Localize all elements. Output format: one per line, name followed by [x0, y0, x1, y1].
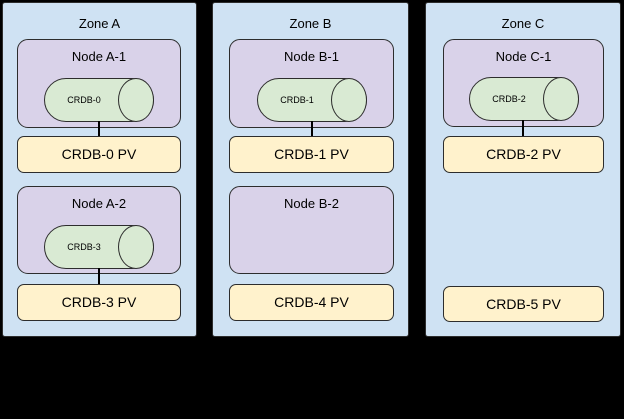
pv-crdb-3-label: CRDB-3 PV: [61, 294, 137, 310]
zone-b-label: Zone B: [289, 16, 332, 31]
node-a-2: Node A-2 CRDB-3: [17, 186, 181, 274]
node-b-2-label: Node B-2: [284, 196, 339, 211]
zone-a: Zone A Node A-1 CRDB-0 CRDB-0 PV Node A-…: [2, 2, 197, 337]
pv-crdb-2-label: CRDB-2 PV: [486, 146, 561, 162]
crdb-0-pod-label: CRDB-0: [67, 95, 101, 105]
zone-b: Zone B Node B-1 CRDB-1 CRDB-1 PV Node B-…: [212, 2, 409, 337]
cylinder-cap-icon: [543, 77, 579, 121]
crdb-3-database-cylinder-icon: CRDB-3: [44, 225, 154, 269]
node-b-1-label: Node B-1: [284, 49, 339, 64]
pv-crdb-0-label: CRDB-0 PV: [61, 146, 137, 162]
crdb-2-pod-label: CRDB-2: [492, 94, 526, 104]
node-b-1: Node B-1 CRDB-1: [229, 39, 394, 128]
crdb-3-pod-label: CRDB-3: [67, 242, 101, 252]
connector-node-b1-to-pv1: [311, 121, 313, 137]
pv-crdb-3: CRDB-3 PV: [17, 284, 181, 321]
cylinder-cap-icon: [331, 78, 367, 122]
pv-crdb-2: CRDB-2 PV: [443, 136, 604, 173]
crdb-2-database-cylinder-icon: CRDB-2: [469, 77, 579, 121]
node-a-1-label: Node A-1: [71, 49, 127, 64]
node-b-2: Node B-2: [229, 186, 394, 274]
pv-crdb-4: CRDB-4 PV: [229, 284, 394, 321]
cylinder-cap-icon: [118, 225, 154, 269]
connector-node-a1-to-pv0: [98, 121, 100, 137]
node-c-1: Node C-1 CRDB-2: [443, 39, 604, 127]
connector-node-a2-to-pv3: [98, 268, 100, 285]
connector-node-c1-to-pv2: [522, 120, 524, 137]
zone-c: Zone C Node C-1 CRDB-2 CRDB-2 PV CRDB-5 …: [425, 2, 621, 337]
zone-c-label: Zone C: [501, 16, 545, 31]
pv-crdb-5: CRDB-5 PV: [443, 286, 604, 322]
pv-crdb-0: CRDB-0 PV: [17, 136, 181, 173]
crdb-0-database-cylinder-icon: CRDB-0: [44, 78, 154, 122]
pv-crdb-4-label: CRDB-4 PV: [274, 294, 349, 310]
node-c-1-label: Node C-1: [495, 49, 552, 64]
pv-crdb-5-label: CRDB-5 PV: [486, 296, 561, 312]
cylinder-cap-icon: [118, 78, 154, 122]
crdb-1-database-cylinder-icon: CRDB-1: [257, 78, 367, 122]
node-a-1: Node A-1 CRDB-0: [17, 39, 181, 128]
node-a-2-label: Node A-2: [71, 196, 127, 211]
pv-crdb-1: CRDB-1 PV: [229, 136, 394, 173]
zone-a-label: Zone A: [78, 16, 121, 31]
pv-crdb-1-label: CRDB-1 PV: [274, 146, 349, 162]
crdb-1-pod-label: CRDB-1: [280, 95, 314, 105]
